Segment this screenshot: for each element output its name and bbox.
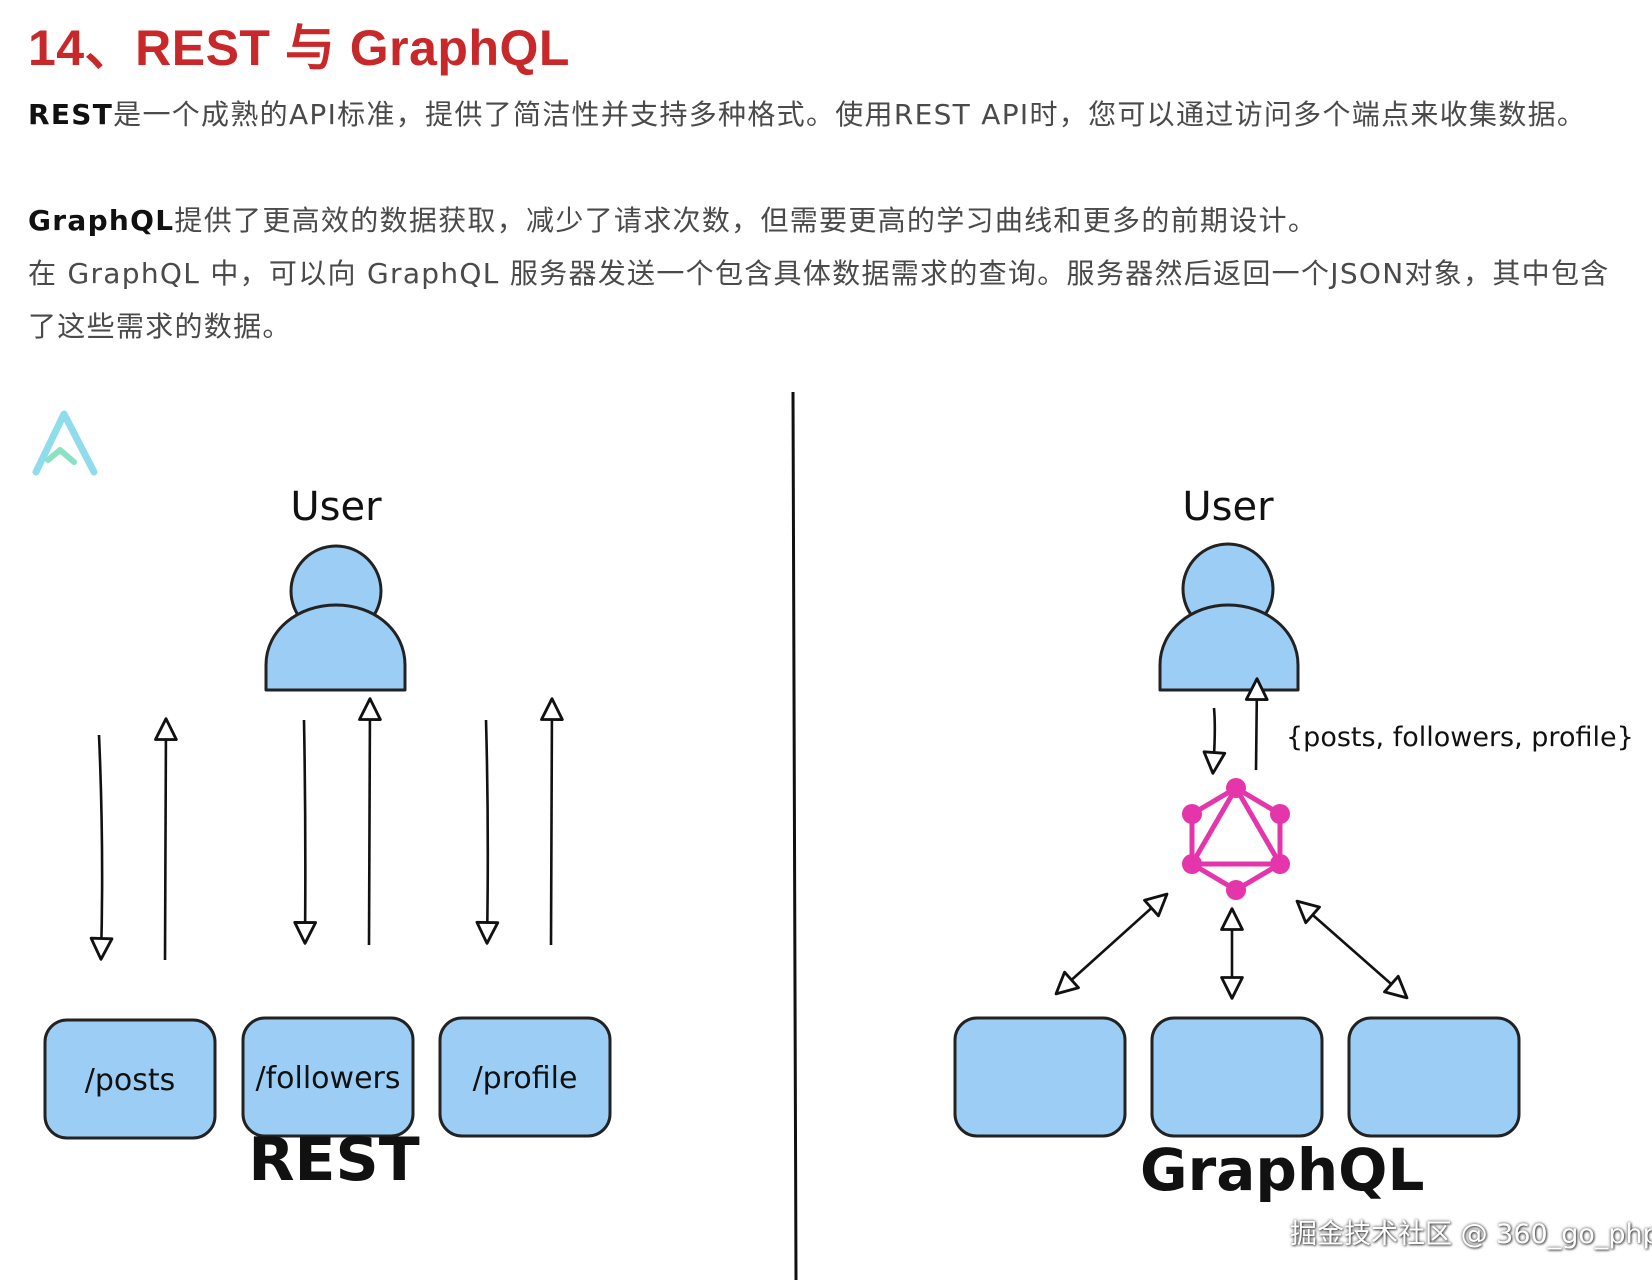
endpoint-label: /followers xyxy=(255,1061,400,1096)
rest-term: REST xyxy=(28,98,114,131)
endpoint-label: /posts xyxy=(85,1063,176,1098)
graphql-user-label: User xyxy=(1182,484,1274,530)
rest-request-arrows xyxy=(89,697,564,961)
graphql-query-label: {posts, followers, profile} xyxy=(1286,722,1634,753)
graphql-resource-box xyxy=(1347,1016,1521,1138)
graphql-paragraph: GraphQL提供了更高效的数据获取，减少了请求次数，但需要更高的学习曲线和更多… xyxy=(28,194,1638,247)
graphql-caption: GraphQL xyxy=(1140,1136,1424,1204)
page-title: 14、REST 与 GraphQL xyxy=(28,20,570,76)
rest-user-label: User xyxy=(290,484,382,530)
rest-endpoint-followers: /followers xyxy=(241,1016,415,1138)
graphql-query-paragraph: 在 GraphQL 中，可以向 GraphQL 服务器发送一个包含具体数据需求的… xyxy=(28,257,1610,343)
graphql-query-arrows xyxy=(1202,677,1269,775)
divider-line xyxy=(791,391,798,1280)
graphql-term: GraphQL xyxy=(28,204,175,237)
rest-caption: REST xyxy=(248,1125,419,1195)
mountain-logo-icon xyxy=(32,410,98,476)
endpoint-label: /profile xyxy=(473,1061,578,1096)
graphql-resource-box xyxy=(953,1016,1127,1138)
graphql-resource-box xyxy=(1150,1016,1324,1138)
rest-paragraph: REST是一个成熟的API标准，提供了简洁性并支持多种格式。使用REST API… xyxy=(28,88,1638,141)
rest-user-icon xyxy=(264,544,407,692)
rest-endpoint-profile: /profile xyxy=(438,1016,612,1138)
graphql-resolver-arrows xyxy=(1054,892,1409,1000)
graphql-logo-icon xyxy=(1182,778,1290,900)
graphql-user-icon xyxy=(1158,542,1300,692)
watermark: 掘金技术社区 @ 360_go_php xyxy=(1290,1219,1652,1250)
rest-endpoint-posts: /posts xyxy=(43,1018,217,1140)
rest-vs-graphql-diagram: User /posts /followers /profile REST Use… xyxy=(32,391,1634,1280)
graphql-description: 提供了更高效的数据获取，减少了请求次数，但需要更高的学习曲线和更多的前期设计。 xyxy=(174,204,1318,237)
rest-description: 是一个成熟的API标准，提供了简洁性并支持多种格式。使用REST API时，您可… xyxy=(113,98,1587,131)
